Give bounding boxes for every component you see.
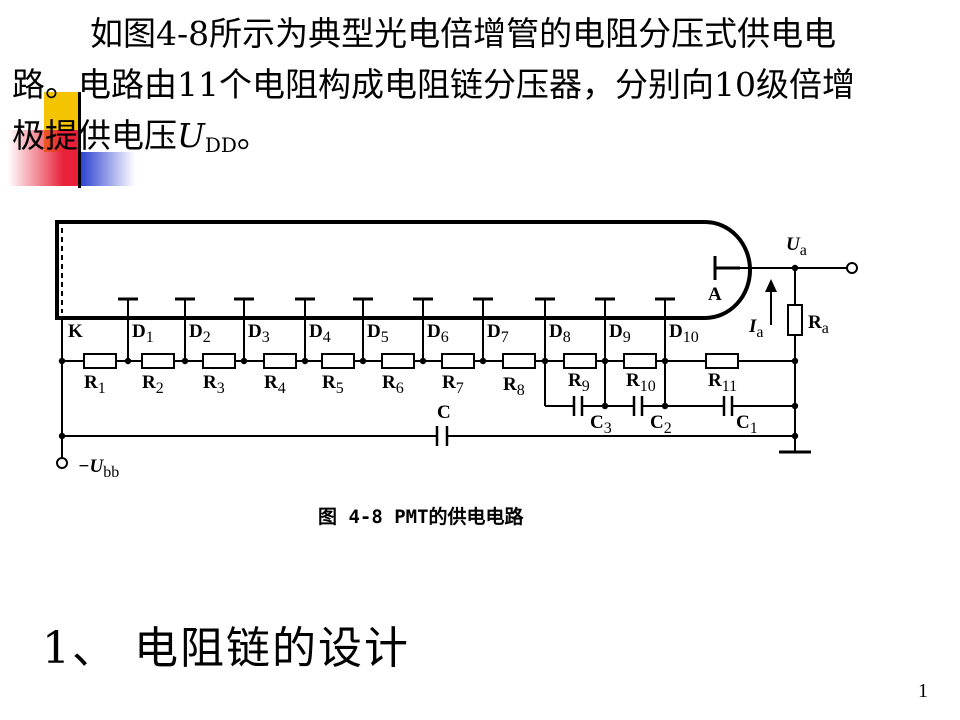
anode-label: A: [708, 284, 722, 305]
paragraph-line-3-text: 极提供电压: [12, 116, 177, 155]
ubb-label: −Ubb: [78, 456, 119, 481]
capacitor-label-C2: C2: [650, 412, 672, 437]
ubb-terminal: [56, 457, 68, 469]
resistor-R10: [623, 353, 657, 369]
junction-dot: [124, 357, 132, 365]
resistor-R8: [502, 353, 536, 369]
resistor-label-R8: R8: [503, 374, 525, 399]
resistor-R7: [441, 353, 475, 369]
udd-symbol: U: [177, 116, 205, 155]
resistor-R2: [141, 353, 175, 369]
junction-dot: [661, 402, 669, 410]
junction-dot: [301, 357, 309, 365]
resistor-label-R1: R1: [84, 372, 106, 397]
page-number: 1: [918, 680, 928, 702]
resistor-label-R10: R10: [626, 370, 656, 395]
resistor-label-R6: R6: [382, 372, 404, 397]
dynode-label-4: D4: [309, 321, 331, 346]
junction-dot: [359, 357, 367, 365]
figure-caption: 图 4-8 PMT的供电电路: [318, 505, 525, 528]
dynode-label-6: D6: [427, 321, 449, 346]
dynode-label-9: D9: [609, 321, 631, 346]
resistor-label-R9: R9: [568, 370, 590, 395]
junction-dot: [181, 357, 189, 365]
udd-subscript: DD: [204, 133, 237, 157]
ua-terminal: [846, 262, 858, 274]
capacitor-label-C1: C1: [736, 412, 758, 437]
deco-vertical-line: [78, 92, 81, 188]
junction-dot: [240, 357, 248, 365]
cap-gap: [437, 426, 447, 446]
junction-dot: [58, 432, 66, 440]
ua-label: Ua: [786, 234, 807, 259]
dynode-label-3: D3: [248, 321, 270, 346]
dynode-label-2: D2: [189, 321, 211, 346]
resistor-Ra: [787, 304, 803, 336]
ra-label: Ra: [808, 312, 829, 337]
paragraph-line-2: 路。电路由11个电阻构成电阻链分压器，分别向10级倍增: [12, 65, 855, 104]
resistor-label-R2: R2: [142, 372, 164, 397]
resistor-label-R11: R11: [708, 370, 737, 395]
cap-gap: [724, 396, 732, 416]
dynode-label-10: D10: [669, 321, 699, 346]
resistor-label-R5: R5: [322, 372, 344, 397]
resistor-R11: [705, 353, 739, 369]
resistor-label-R4: R4: [264, 372, 286, 397]
resistor-label-R3: R3: [203, 372, 225, 397]
resistor-R5: [321, 353, 355, 369]
intro-paragraph: 如图4-8所示为典型光电倍增管的电阻分压式供电电 路。电路由11个电阻构成电阻链…: [12, 8, 952, 171]
cap-gap: [574, 396, 582, 416]
capacitor-label-C3: C3: [590, 412, 612, 437]
ia-label: Ia: [748, 316, 764, 341]
junction-dot: [58, 357, 66, 365]
paragraph-line-1: 如图4-8所示为典型光电倍增管的电阻分压式供电电: [90, 14, 837, 53]
tube-envelope: [55, 220, 752, 320]
resistor-R4: [263, 353, 297, 369]
ia-arrow-head: [765, 279, 777, 292]
section-title: 1、 电阻链的设计: [42, 623, 410, 674]
resistor-R1: [83, 353, 117, 369]
resistor-R9: [563, 353, 597, 369]
dynode-label-8: D8: [549, 321, 571, 346]
paragraph-line-3-end: 。: [236, 116, 270, 155]
junction-dot: [419, 357, 427, 365]
deco-red-gradient: [8, 130, 78, 186]
resistor-R3: [202, 353, 236, 369]
resistor-label-R7: R7: [442, 372, 464, 397]
junction-dot: [601, 402, 609, 410]
dynode-label-1: D1: [132, 321, 154, 346]
resistor-R6: [381, 353, 415, 369]
dynode-label-5: D5: [367, 321, 389, 346]
deco-blue-gradient: [80, 152, 135, 186]
cathode-label: K: [68, 321, 83, 342]
junction-dot: [479, 357, 487, 365]
cap-gap: [634, 396, 642, 416]
dynode-label-7: D7: [487, 321, 509, 346]
capacitor-label-C: C: [437, 402, 451, 423]
paragraph-line-3: 极提供电压UDD。: [12, 110, 952, 171]
